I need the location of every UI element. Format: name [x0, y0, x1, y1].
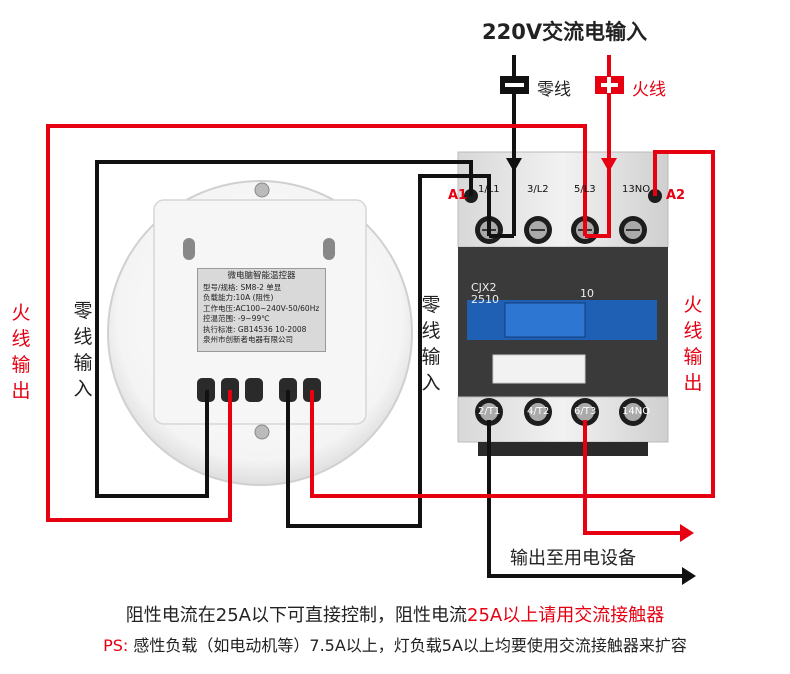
live-down-arrow-icon [601, 158, 617, 172]
footer-line-1: 阻性电流在25A以下可直接控制，阻性电流25A以上请用交流接触器 [0, 601, 790, 627]
coil-terminal-a1: A1 [448, 188, 468, 203]
top-screw-icon [254, 182, 270, 198]
contactor-model: CJX2 2510 [471, 282, 499, 306]
controller-nameplate: 微电脑智能温控器 型号/规格: SM8-2 单显 负载能力:10A (阻性) 工… [197, 268, 326, 352]
nameplate-row: 负载能力:10A (阻性) [203, 293, 274, 302]
nameplate-row: 泉州市创新者电器有限公司 [203, 335, 293, 344]
output-label: 输出至用电设备 [510, 548, 636, 569]
terminal-label: 2/T1 [478, 406, 501, 417]
nameplate-row: 型号/规格: SM8-2 单显 [203, 282, 282, 292]
input-title: 220V交流电输入 [482, 20, 648, 44]
live-output-arrow-icon [680, 524, 694, 542]
terminal-label: 1/L1 [478, 184, 500, 195]
neutral-down-arrow-icon [506, 158, 522, 172]
nameplate-title: 微电脑智能温控器 [227, 271, 296, 281]
live-input-tag: 火线 [632, 80, 666, 100]
neutral-wires [95, 55, 690, 578]
controller-terminals [197, 378, 321, 402]
coil-terminal-a2: A2 [666, 188, 686, 203]
terminal-label: 6/T3 [574, 406, 597, 417]
neutral-input-tag: 零线 [537, 80, 571, 100]
terminal-label: 3/L2 [527, 184, 549, 195]
nameplate-row: 工作电压:AC100~240V-50/60Hz [203, 303, 320, 313]
terminal-label: 5/L3 [574, 184, 596, 195]
neutral-output-arrow-icon [682, 567, 696, 585]
nameplate-row: 执行标准: GB14536 10-2008 [203, 324, 307, 334]
neutral-input-mid-label: 零线输入 [421, 294, 441, 394]
footer-line-1-highlight: 25A以上请用交流接触器 [467, 605, 665, 626]
mount-hole-right-icon [323, 238, 335, 260]
bottom-terminal-screws [475, 398, 647, 426]
live-output-right-label: 火线输出 [683, 294, 703, 394]
neutral-input-left-label: 零线输入 [73, 300, 93, 400]
terminal-label: 4/T2 [527, 406, 550, 417]
live-wires [46, 55, 715, 535]
footer-ps: PS: [103, 636, 129, 655]
ac-contactor [457, 151, 669, 456]
bottom-screw-icon [254, 424, 270, 440]
footer-line-1-text: 阻性电流在25A以下可直接控制，阻性电流 [125, 605, 467, 626]
footer-line-2-text: 感性负载（如电动机等）7.5A以上，灯负载5A以上均要使用交流接触器来扩容 [128, 636, 687, 655]
footer-line-2: PS: 感性负载（如电动机等）7.5A以上，灯负载5A以上均要使用交流接触器来扩… [0, 632, 790, 656]
live-output-left-label: 火线输出 [11, 302, 31, 402]
nameplate-row: 控温范围: -9~99℃ [203, 314, 270, 323]
terminal-label: 13NO [622, 184, 651, 195]
terminal-label: 14NO [622, 406, 651, 417]
contactor-model-number: 2510 [471, 293, 499, 306]
contactor-rating: 10 [580, 287, 594, 300]
contactor-model-name: CJX2 [471, 281, 497, 294]
mount-hole-left-icon [183, 238, 195, 260]
